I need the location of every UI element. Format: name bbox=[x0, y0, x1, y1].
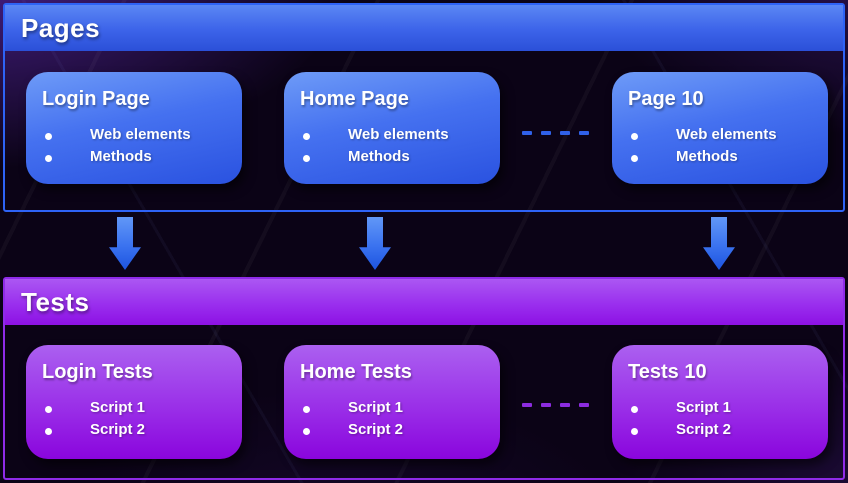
dash-segment bbox=[579, 403, 589, 407]
list-item-label: Script 1 bbox=[90, 399, 146, 416]
list-item: Web elements bbox=[42, 126, 228, 148]
list-item: Script 1 bbox=[42, 399, 228, 421]
pages-section-header: Pages bbox=[5, 5, 843, 51]
dashed-connector-pages bbox=[522, 131, 589, 135]
card-page-10: Page 10 Web elements Methods bbox=[612, 72, 828, 184]
bullet-icon bbox=[631, 406, 638, 413]
bullet-icon bbox=[303, 406, 310, 413]
card-login-page: Login Page Web elements Methods bbox=[26, 72, 242, 184]
list-item-label: Methods bbox=[348, 148, 410, 165]
down-arrow-icon bbox=[703, 217, 735, 270]
card-list: Web elements Methods bbox=[42, 126, 228, 170]
list-item-label: Web elements bbox=[348, 126, 449, 143]
list-item: Web elements bbox=[628, 126, 814, 148]
tests-section: Tests Login Tests Script 1 Script 2 Home… bbox=[3, 277, 845, 480]
bullet-icon bbox=[631, 155, 638, 162]
card-home-tests: Home Tests Script 1 Script 2 bbox=[284, 345, 500, 459]
list-item: Script 2 bbox=[300, 421, 486, 443]
bullet-icon bbox=[45, 428, 52, 435]
dash-segment bbox=[579, 131, 589, 135]
list-item: Methods bbox=[628, 148, 814, 170]
card-list: Web elements Methods bbox=[628, 126, 814, 170]
card-title: Home Tests bbox=[300, 361, 412, 383]
card-title: Login Tests bbox=[42, 361, 153, 383]
list-item-label: Web elements bbox=[676, 126, 777, 143]
card-tests-10: Tests 10 Script 1 Script 2 bbox=[612, 345, 828, 459]
list-item: Methods bbox=[42, 148, 228, 170]
card-list: Script 1 Script 2 bbox=[42, 399, 228, 443]
card-list: Web elements Methods bbox=[300, 126, 486, 170]
dash-segment bbox=[522, 403, 532, 407]
down-arrow-icon bbox=[359, 217, 391, 270]
bullet-icon bbox=[303, 133, 310, 140]
list-item: Script 2 bbox=[628, 421, 814, 443]
list-item-label: Script 1 bbox=[676, 399, 732, 416]
tests-section-title: Tests bbox=[21, 286, 90, 317]
bullet-icon bbox=[303, 155, 310, 162]
dashed-connector-tests bbox=[522, 403, 589, 407]
bullet-icon bbox=[631, 428, 638, 435]
pages-section: Pages Login Page Web elements Methods Ho… bbox=[3, 3, 845, 212]
list-item-label: Web elements bbox=[90, 126, 191, 143]
card-home-page: Home Page Web elements Methods bbox=[284, 72, 500, 184]
tests-section-header: Tests bbox=[5, 279, 843, 325]
card-title: Home Page bbox=[300, 88, 409, 110]
list-item-label: Script 1 bbox=[348, 399, 404, 416]
list-item-label: Methods bbox=[90, 148, 152, 165]
bullet-icon bbox=[45, 133, 52, 140]
list-item-label: Script 2 bbox=[676, 421, 732, 438]
list-item: Script 1 bbox=[628, 399, 814, 421]
bullet-icon bbox=[45, 406, 52, 413]
dash-segment bbox=[560, 403, 570, 407]
bullet-icon bbox=[303, 428, 310, 435]
card-title: Login Page bbox=[42, 88, 150, 110]
card-title: Tests 10 bbox=[628, 361, 707, 383]
card-login-tests: Login Tests Script 1 Script 2 bbox=[26, 345, 242, 459]
list-item: Methods bbox=[300, 148, 486, 170]
dash-segment bbox=[522, 131, 532, 135]
pages-section-title: Pages bbox=[21, 12, 101, 43]
list-item: Web elements bbox=[300, 126, 486, 148]
dash-segment bbox=[541, 403, 551, 407]
down-arrow-icon bbox=[109, 217, 141, 270]
bullet-icon bbox=[45, 155, 52, 162]
dash-segment bbox=[560, 131, 570, 135]
list-item: Script 2 bbox=[42, 421, 228, 443]
card-list: Script 1 Script 2 bbox=[300, 399, 486, 443]
card-title: Page 10 bbox=[628, 88, 704, 110]
bullet-icon bbox=[631, 133, 638, 140]
list-item-label: Methods bbox=[676, 148, 738, 165]
card-list: Script 1 Script 2 bbox=[628, 399, 814, 443]
list-item: Script 1 bbox=[300, 399, 486, 421]
dash-segment bbox=[541, 131, 551, 135]
list-item-label: Script 2 bbox=[90, 421, 146, 438]
list-item-label: Script 2 bbox=[348, 421, 404, 438]
